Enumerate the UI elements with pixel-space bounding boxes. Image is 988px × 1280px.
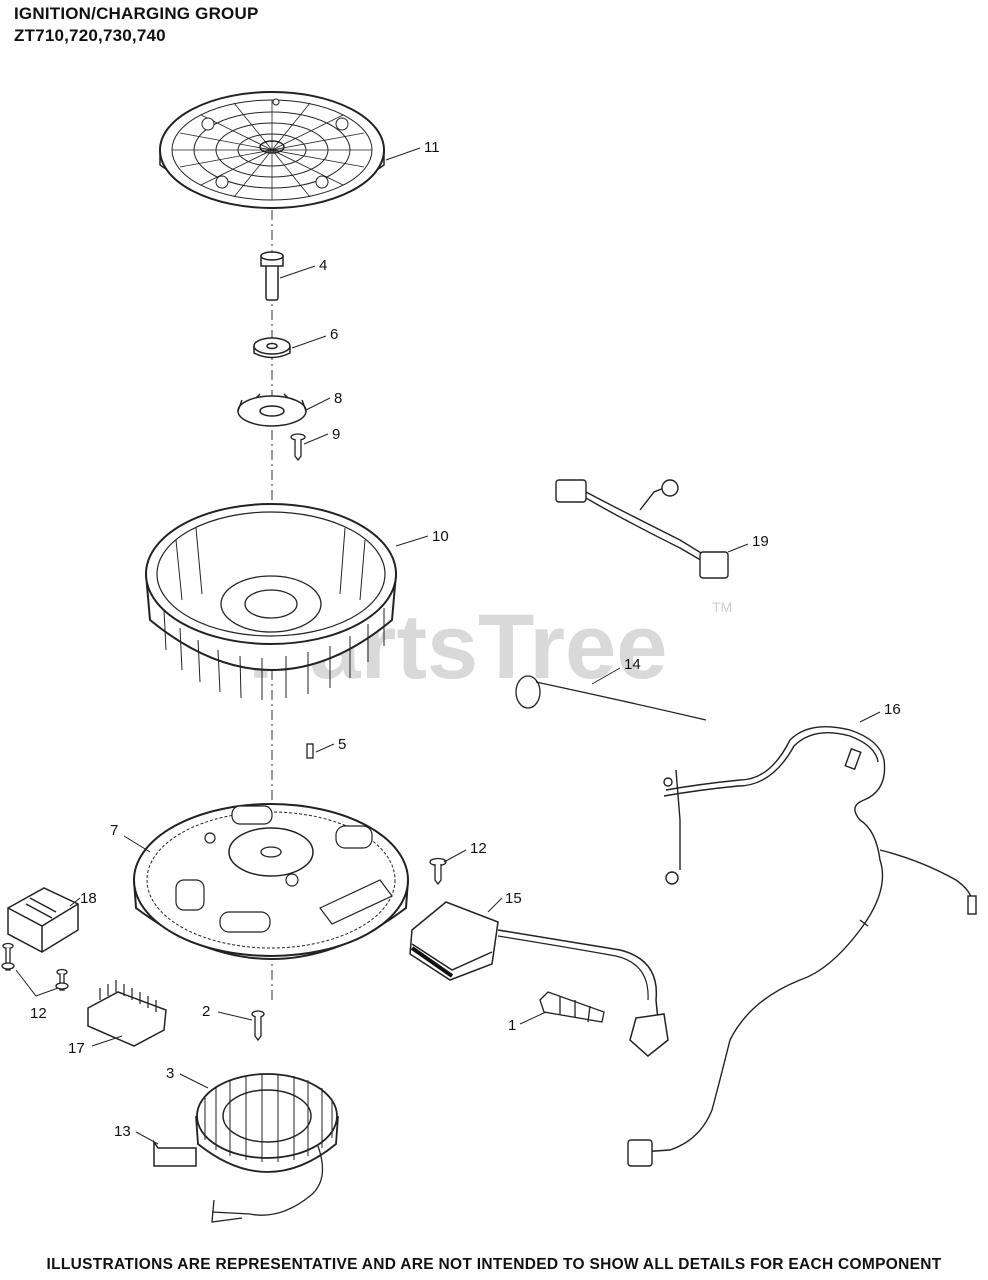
callout-13[interactable]: 13 (114, 1123, 131, 1140)
leader-11 (385, 147, 421, 161)
leader-18 (69, 897, 81, 907)
leader-14 (591, 667, 621, 685)
callout-10[interactable]: 10 (432, 528, 449, 545)
leader-12a (443, 849, 467, 863)
callout-1[interactable]: 1 (508, 1017, 516, 1034)
leader-4 (279, 265, 316, 279)
cable-tie-part[interactable] (515, 675, 707, 721)
callout-19[interactable]: 19 (752, 533, 769, 550)
leader-10 (395, 535, 429, 547)
main-wiring-harness-part[interactable] (627, 725, 977, 1167)
leader-1 (519, 1011, 547, 1025)
callout-15[interactable]: 15 (505, 890, 522, 907)
stator-part[interactable] (195, 1073, 339, 1223)
module-screw-part[interactable] (429, 857, 447, 886)
leader-6 (291, 335, 327, 349)
callout-16[interactable]: 16 (884, 701, 901, 718)
leader-2 (217, 1011, 253, 1021)
leader-7 (123, 835, 151, 853)
grass-screen-part[interactable] (159, 91, 385, 209)
leader-8 (305, 397, 331, 411)
callout-9[interactable]: 9 (332, 426, 340, 443)
callout-4[interactable]: 4 (319, 257, 327, 274)
watermark-trademark: TM (712, 599, 732, 615)
regulator-part[interactable] (87, 980, 167, 1047)
flywheel-part[interactable] (133, 803, 409, 960)
fan-part[interactable] (145, 503, 397, 700)
callout-12b[interactable]: 12 (30, 1005, 47, 1022)
leader-3 (179, 1073, 209, 1089)
callout-6[interactable]: 6 (330, 326, 338, 343)
flywheel-bolt-part[interactable] (260, 251, 284, 301)
leader-12b (15, 969, 59, 997)
callout-7[interactable]: 7 (110, 822, 118, 839)
leader-5 (315, 743, 335, 753)
callout-3[interactable]: 3 (166, 1065, 174, 1082)
callout-12a[interactable]: 12 (470, 840, 487, 857)
rectifier-bolts-part[interactable] (1, 942, 69, 991)
callout-17[interactable]: 17 (68, 1040, 85, 1057)
callout-8[interactable]: 8 (334, 390, 342, 407)
leader-19 (727, 543, 749, 553)
leader-15 (487, 897, 503, 913)
leader-13 (135, 1131, 159, 1145)
leader-17 (91, 1035, 123, 1047)
callout-18[interactable]: 18 (80, 890, 97, 907)
callout-2[interactable]: 2 (202, 1003, 210, 1020)
model-numbers: ZT710,720,730,740 (14, 26, 166, 45)
callout-11[interactable]: 11 (424, 139, 440, 156)
ignition-module-part[interactable] (409, 901, 669, 1057)
spark-plug-part[interactable] (539, 991, 605, 1023)
callout-14[interactable]: 14 (624, 656, 641, 673)
wiring-harness-small-part[interactable] (555, 479, 729, 579)
screw-part[interactable] (290, 433, 306, 462)
leader-16 (859, 711, 881, 723)
parts-diagram: PartsTree TM 11 4 (1, 91, 977, 1223)
stator-screw-part[interactable] (251, 1010, 265, 1042)
key-part[interactable] (306, 743, 314, 759)
diagram-title: IGNITION/CHARGING GROUP (14, 4, 259, 23)
disclaimer-footer: ILLUSTRATIONS ARE REPRESENTATIVE AND ARE… (46, 1256, 942, 1273)
callout-5[interactable]: 5 (338, 736, 346, 753)
harness-tab-part[interactable] (153, 1139, 197, 1167)
leader-9 (303, 433, 329, 445)
plate-part[interactable] (237, 393, 307, 427)
rectifier-part[interactable] (7, 887, 79, 953)
washer-part[interactable] (253, 337, 291, 359)
